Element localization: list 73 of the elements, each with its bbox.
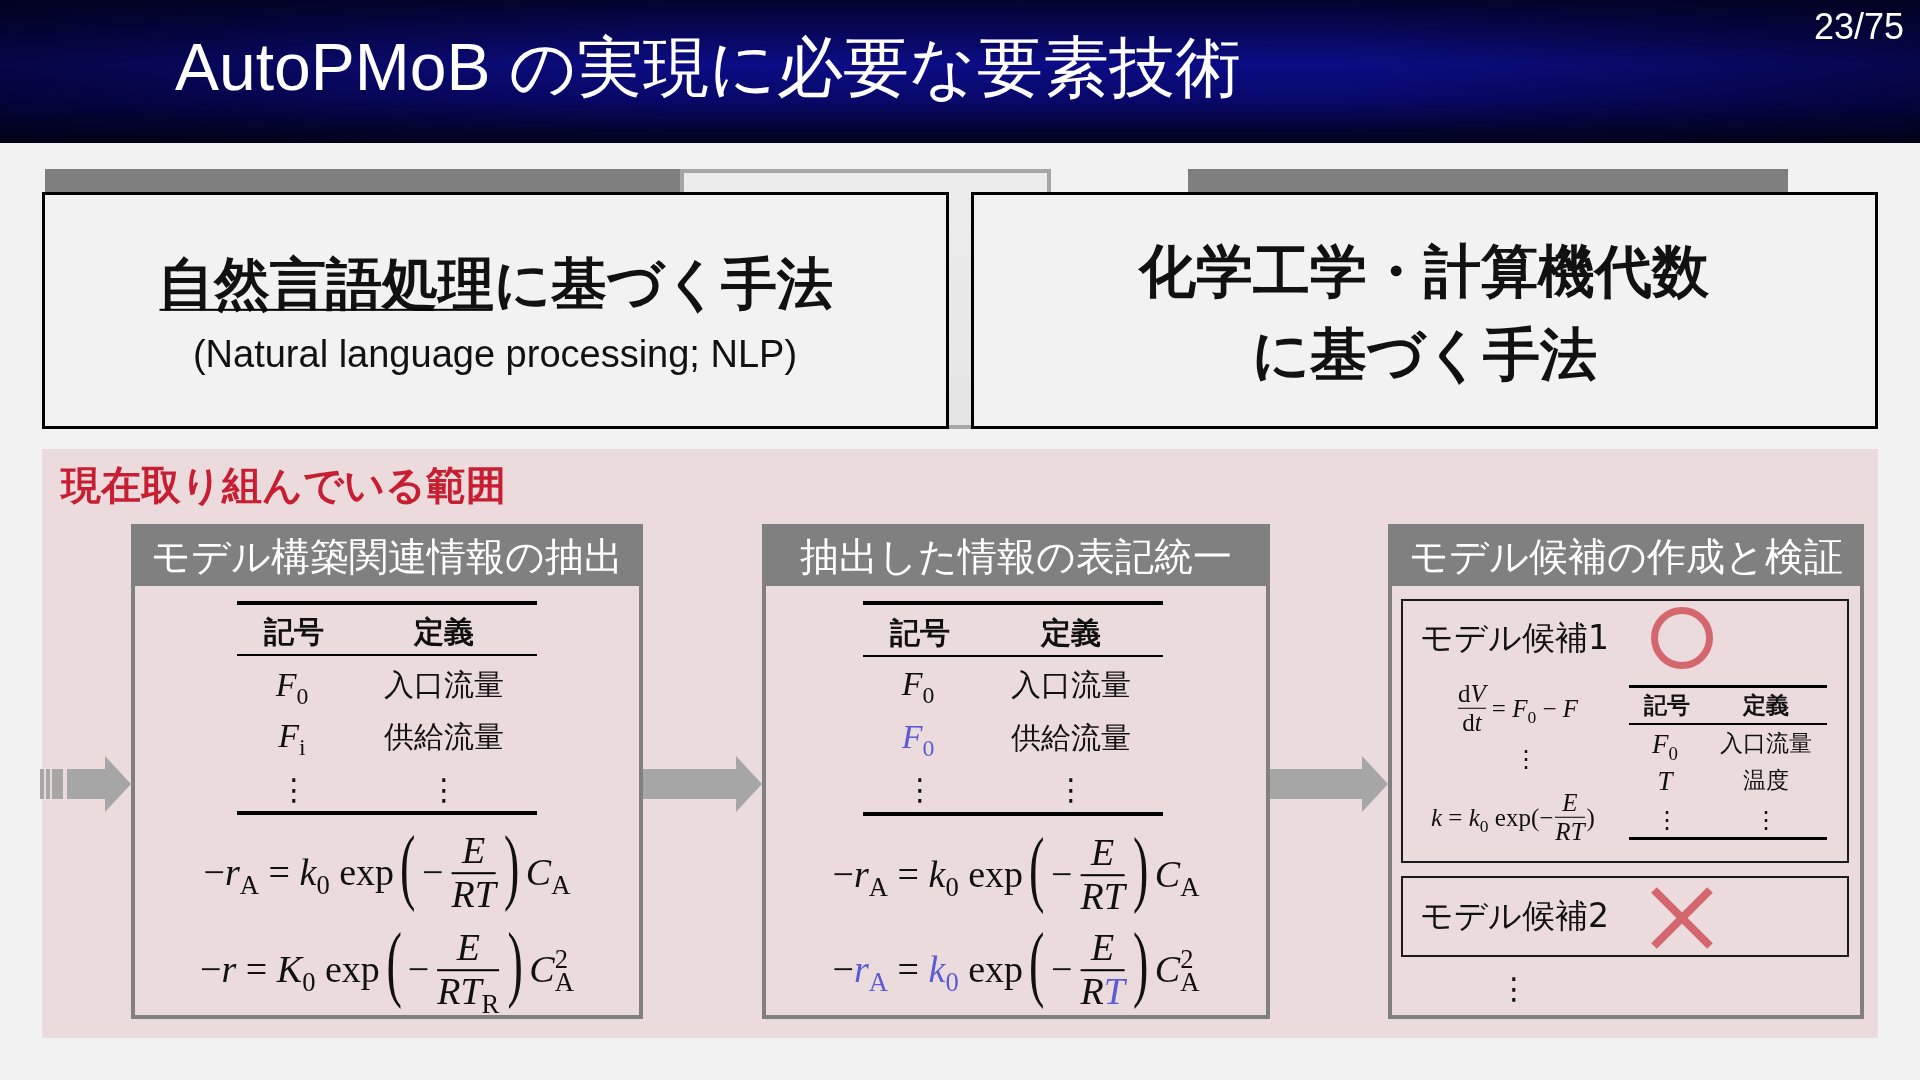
panel-header: モデル候補の作成と検証 xyxy=(1392,528,1860,586)
table-header: 記号 xyxy=(890,615,950,649)
equation-text: − xyxy=(407,949,430,991)
method-title: 自然言語処理に基づく手法 xyxy=(157,251,833,317)
math-symbol: T xyxy=(1657,767,1673,797)
fraction-denominator: RT xyxy=(1555,817,1585,846)
fraction-numerator: E xyxy=(1091,927,1115,969)
equation-text: − xyxy=(422,852,444,894)
ellipsis: ⋮ xyxy=(1499,971,1529,1005)
page-number: 23/75 xyxy=(1813,7,1904,47)
fraction-numerator: dV xyxy=(1458,679,1486,708)
table-cell: 供給流量 xyxy=(1011,720,1131,754)
slide-title: AutoPMoB の実現に必要な要素技術 xyxy=(175,30,1241,104)
fraction-denominator: RT xyxy=(1080,876,1125,918)
fraction-denominator: RT xyxy=(451,874,496,916)
table-header: 定義 xyxy=(1041,615,1101,649)
equation-text: −r$_{A}$ = k$_{0}$ exp xyxy=(832,949,1024,991)
equation-text: − xyxy=(1051,949,1073,991)
candidate-box xyxy=(1401,876,1849,957)
table-cell: 入口流量 xyxy=(1011,667,1131,701)
candidate-label: モデル候補2 xyxy=(1420,897,1609,935)
math-symbol: F$_{i}$ xyxy=(278,717,306,755)
math-symbol: F$_{0}$ xyxy=(275,666,309,704)
math-symbol: F$_{0}$ xyxy=(901,665,935,703)
ellipsis: ⋮ xyxy=(1056,772,1086,806)
panel-header: モデル構築関連情報の抽出 xyxy=(135,528,639,586)
ellipsis: ⋮ xyxy=(279,772,309,806)
equation-text: C$_{A}$ xyxy=(525,852,571,894)
ellipsis: ⋮ xyxy=(1514,745,1538,773)
fraction-numerator: E xyxy=(462,830,486,872)
process-panel xyxy=(762,524,1270,1019)
ellipsis: ⋮ xyxy=(905,772,935,806)
fraction-denominator: RT xyxy=(1080,971,1125,1013)
highlight-region xyxy=(42,449,1878,1038)
ellipsis: ⋮ xyxy=(1655,806,1679,834)
fraction-numerator: E xyxy=(456,927,480,969)
table-header: 記号 xyxy=(1644,693,1690,719)
math-symbol: F$_{0}$ xyxy=(1652,730,1678,760)
equation-text: C$_{A}$ xyxy=(1154,854,1200,896)
region-title: 現在取り組んでいる範囲 xyxy=(61,462,506,508)
process-panel xyxy=(131,524,643,1019)
equation-text: −r$_{A}$ = k$_{0}$ exp xyxy=(832,854,1024,896)
ellipsis: ⋮ xyxy=(429,772,459,806)
candidate-box xyxy=(1401,599,1849,863)
table-header: 定義 xyxy=(1743,693,1789,719)
math-symbol: F$_{0}$ xyxy=(901,718,935,756)
block-arrow xyxy=(40,756,131,812)
method-title: 化学工学・計算機代数に基づく手法 xyxy=(1137,237,1710,389)
table-header: 記号 xyxy=(264,614,324,648)
equation-text: −r = K$_{0}$ exp xyxy=(200,949,380,991)
equation-text: −r$_{A}$ = k$_{0}$ exp xyxy=(203,852,395,894)
method-subtitle: (Natural language processing; NLP) xyxy=(192,333,798,377)
fraction-numerator: E xyxy=(1091,832,1115,874)
equation-text: ) xyxy=(1586,803,1595,831)
equation-text: = F$_{0}$ − F xyxy=(1491,694,1579,722)
table-cell: 供給流量 xyxy=(384,719,504,753)
block-arrow xyxy=(1270,756,1388,812)
block-arrow xyxy=(643,756,762,812)
fraction-denominator: RT$_{R}$ xyxy=(437,971,500,1013)
method-box xyxy=(42,192,949,429)
table-cell: 入口流量 xyxy=(384,667,504,701)
table-cell: 温度 xyxy=(1743,768,1789,794)
table-header: 定義 xyxy=(414,614,474,648)
equation-text: − xyxy=(1051,854,1073,896)
table-cell: 入口流量 xyxy=(1720,731,1812,757)
ellipsis: ⋮ xyxy=(1754,806,1778,834)
method-box xyxy=(971,192,1878,429)
process-panel xyxy=(1388,524,1864,1019)
fraction-numerator: E xyxy=(1562,788,1578,817)
fraction-denominator: dt xyxy=(1462,708,1482,737)
equation-text: k = k$_{0}$ exp(− xyxy=(1431,803,1554,831)
panel-header: 抽出した情報の表記統一 xyxy=(766,528,1266,586)
candidate-label: モデル候補1 xyxy=(1420,619,1609,657)
